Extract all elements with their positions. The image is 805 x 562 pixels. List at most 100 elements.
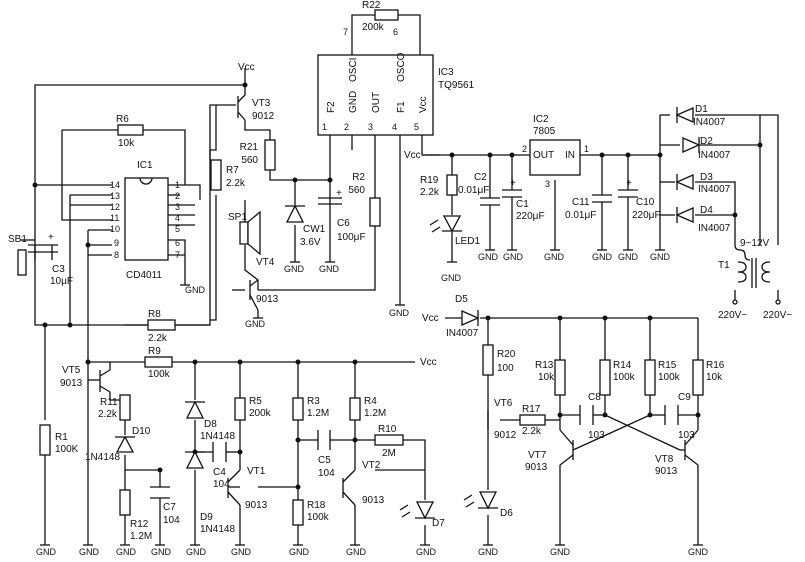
- svg-text:+: +: [48, 232, 54, 243]
- ic2-regulator: IC2 7805 OUT IN 2 1 3: [522, 114, 589, 189]
- svg-text:+: +: [336, 188, 342, 199]
- svg-text:R6: R6: [116, 114, 129, 125]
- svg-text:GND: GND: [688, 547, 709, 557]
- svg-text:C2: C2: [474, 172, 487, 183]
- svg-text:GND: GND: [289, 547, 310, 557]
- capacitor-c2: C2 0.01μF: [458, 172, 500, 206]
- svg-text:C5: C5: [318, 455, 331, 466]
- svg-text:R20: R20: [497, 349, 516, 360]
- capacitor-c1: + C1 220μF: [502, 178, 545, 222]
- ic3-top-num-1: 7: [343, 27, 348, 37]
- svg-text:7: 7: [175, 250, 180, 260]
- ic3-top-pin-1: OSCI: [348, 58, 359, 82]
- svg-text:R4: R4: [364, 396, 377, 407]
- svg-text:10: 10: [110, 224, 120, 234]
- svg-text:R14: R14: [613, 360, 632, 371]
- svg-text:220V~: 220V~: [718, 310, 747, 321]
- svg-text:IN4007: IN4007: [698, 184, 731, 195]
- svg-text:5: 5: [175, 224, 180, 234]
- svg-text:200k: 200k: [249, 408, 272, 419]
- svg-text:220μF: 220μF: [516, 211, 545, 222]
- svg-text:IN4007: IN4007: [446, 328, 479, 339]
- svg-text:1: 1: [584, 144, 589, 154]
- svg-text:GND: GND: [503, 252, 524, 262]
- svg-text:GND: GND: [478, 547, 499, 557]
- ic1-part: CD4011: [126, 270, 162, 281]
- svg-text:C4: C4: [213, 467, 226, 478]
- svg-text:GND: GND: [544, 252, 565, 262]
- svg-text:R13: R13: [535, 360, 554, 371]
- svg-text:2M: 2M: [382, 448, 396, 459]
- capacitor-c10: + C10 220μF: [618, 178, 661, 221]
- svg-text:1.2M: 1.2M: [307, 408, 329, 419]
- svg-text:3.6V: 3.6V: [300, 237, 321, 248]
- svg-text:1N4148: 1N4148: [85, 452, 120, 463]
- svg-text:+: +: [626, 178, 632, 189]
- svg-text:GND: GND: [185, 285, 206, 295]
- svg-text:3: 3: [545, 179, 550, 189]
- svg-text:560: 560: [348, 185, 365, 196]
- svg-text:SB1: SB1: [8, 234, 27, 245]
- svg-text:104: 104: [163, 515, 180, 526]
- svg-text:D4: D4: [700, 205, 713, 216]
- svg-text:R17: R17: [522, 404, 541, 415]
- capacitor-c7: C7 104: [150, 486, 180, 526]
- svg-text:10k: 10k: [538, 372, 555, 383]
- svg-text:Vcc: Vcc: [238, 62, 255, 73]
- svg-text:100: 100: [497, 363, 514, 374]
- vcc-labels: Vcc Vcc Vcc Vcc: [238, 62, 439, 368]
- svg-text:GND: GND: [319, 264, 340, 274]
- svg-text:D10: D10: [132, 426, 151, 437]
- svg-text:103: 103: [678, 430, 695, 441]
- resistor-r8: R8 2.2k: [147, 309, 176, 344]
- svg-text:Vcc: Vcc: [422, 313, 439, 324]
- svg-text:2.2k: 2.2k: [98, 409, 118, 420]
- svg-text:9013: 9013: [655, 466, 678, 477]
- svg-text:9012: 9012: [494, 430, 517, 441]
- svg-text:T1: T1: [718, 260, 730, 271]
- capacitor-c5: C5 104: [317, 430, 335, 479]
- svg-text:R10: R10: [378, 424, 397, 435]
- svg-text:GND: GND: [389, 308, 410, 318]
- diode-d2: D2 IN4007: [682, 136, 731, 161]
- diode-d6: D6: [463, 491, 513, 519]
- svg-text:OUT: OUT: [533, 150, 554, 161]
- svg-text:220μF: 220μF: [632, 210, 661, 221]
- svg-text:100k: 100k: [307, 512, 330, 523]
- resistor-r22: R22 200k: [362, 0, 399, 33]
- capacitor-c6: + C6 100μF: [318, 188, 366, 243]
- resistor-r11: R11 2.2k: [98, 394, 131, 421]
- svg-text:11: 11: [110, 213, 119, 223]
- resistor-r21: R21 560: [240, 139, 276, 171]
- svg-text:VT8: VT8: [655, 454, 674, 465]
- resistor-r17: R17 2.2k: [519, 404, 546, 437]
- svg-text:10k: 10k: [118, 138, 135, 149]
- svg-text:R2: R2: [352, 172, 365, 183]
- ic3-chip: IC3 TQ9561 OSCI OSCO 7 6 F2 GND OUT F1 V…: [317, 27, 475, 136]
- svg-text:10μF: 10μF: [50, 276, 73, 287]
- capacitor-c9: C9 103: [664, 392, 695, 441]
- ic3-top-num-2: 6: [393, 27, 398, 37]
- svg-text:1.2M: 1.2M: [364, 408, 386, 419]
- svg-text:2: 2: [522, 144, 527, 154]
- svg-text:+: +: [510, 178, 516, 189]
- svg-text:CW1: CW1: [303, 224, 326, 235]
- svg-text:VT5: VT5: [62, 365, 81, 376]
- svg-text:100K: 100K: [55, 444, 79, 455]
- speaker-sp1: SP1: [228, 210, 261, 256]
- svg-text:R18: R18: [307, 500, 326, 511]
- diode-d7: D7: [399, 501, 445, 529]
- svg-text:GND: GND: [346, 547, 367, 557]
- svg-text:R16: R16: [706, 360, 725, 371]
- resistor-r10: R10 2M: [374, 424, 404, 459]
- resistor-r9: R9 100k: [144, 346, 173, 380]
- svg-text:C10: C10: [636, 197, 655, 208]
- diode-d3: D3 IN4007: [675, 172, 731, 195]
- svg-text:D2: D2: [700, 136, 713, 147]
- svg-text:Vcc: Vcc: [420, 357, 437, 368]
- svg-text:0.01μF: 0.01μF: [458, 185, 489, 196]
- svg-text:GND: GND: [245, 319, 266, 329]
- svg-text:100k: 100k: [658, 372, 681, 383]
- ic3-pin-label-3: OUT: [371, 92, 382, 113]
- pushbutton-sb1: SB1: [8, 234, 27, 276]
